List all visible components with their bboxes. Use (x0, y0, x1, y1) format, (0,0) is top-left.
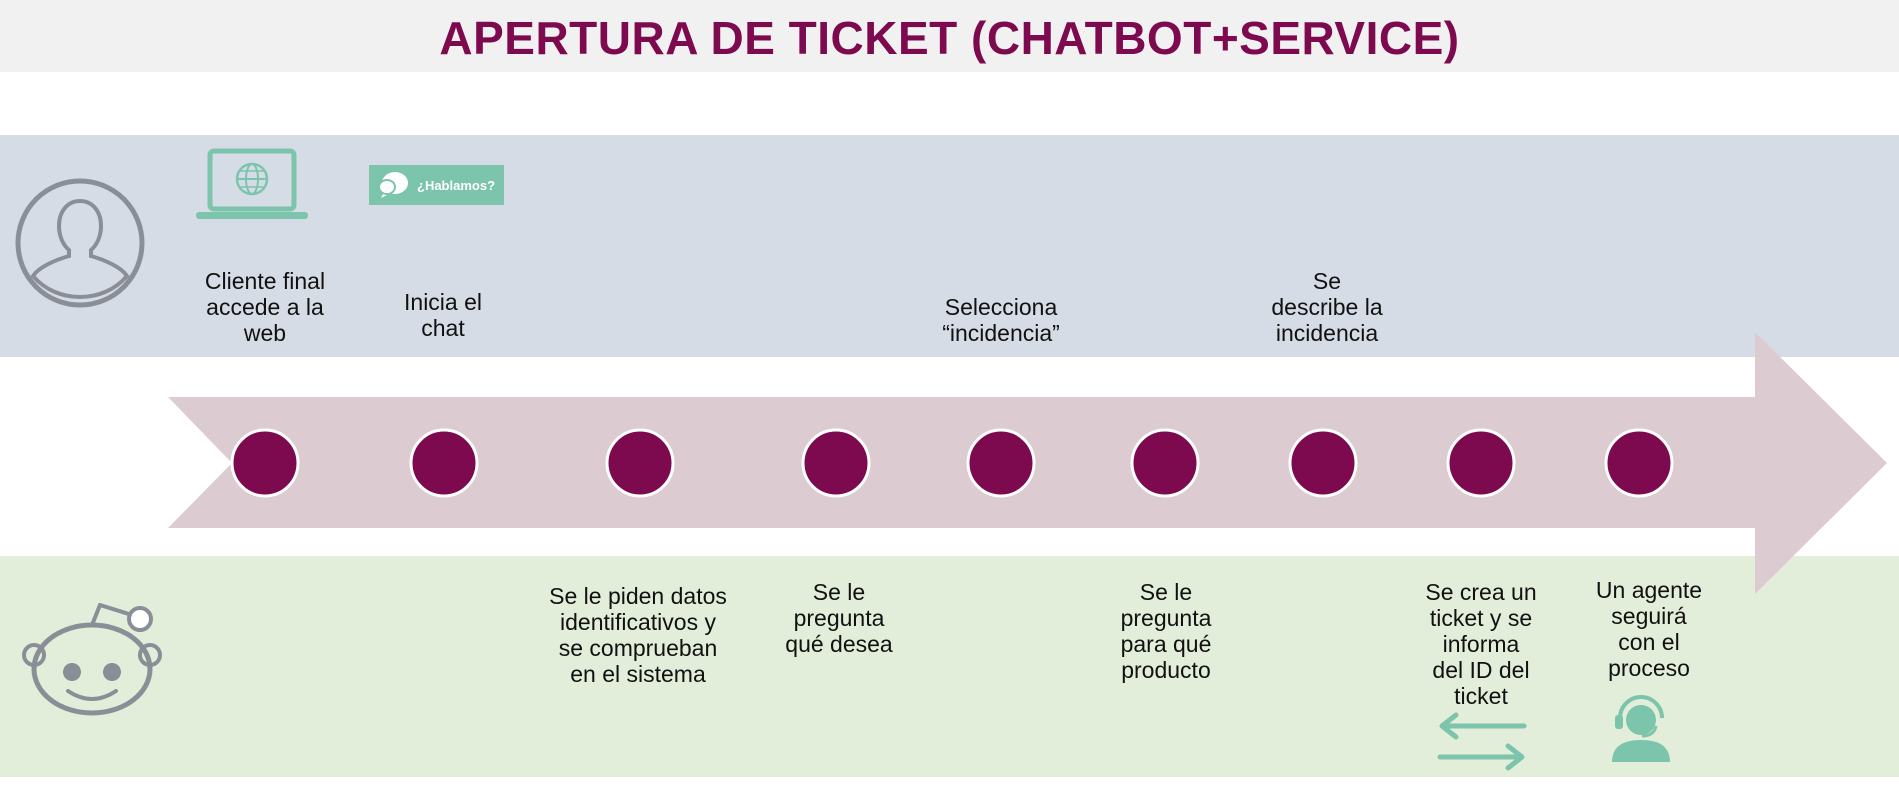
milestone-dot-8 (1446, 428, 1516, 498)
milestone-dot-4 (801, 428, 871, 498)
user-step-4-label: Se describe la incidencia (1271, 268, 1383, 346)
bot-step-4-label: Se crea un ticket y se informa del ID de… (1425, 579, 1537, 709)
bot-step-5-label: Un agente seguirá con el proceso (1595, 577, 1703, 681)
milestone-dot-2 (409, 428, 479, 498)
user-step-3-label: Selecciona “incidencia” (942, 294, 1060, 346)
user-step-2-label: Inicia el chat (404, 289, 482, 341)
milestone-dots (230, 428, 1674, 498)
milestone-dot-6 (1130, 428, 1200, 498)
bot-step-1-label: Se le piden datos identificativos y se c… (549, 583, 727, 687)
title-bar: APERTURA DE TICKET (CHATBOT+SERVICE) (0, 0, 1899, 72)
milestone-dot-3 (605, 428, 675, 498)
milestone-dot-5 (966, 428, 1036, 498)
bot-step-2-label: Se le pregunta qué desea (785, 579, 893, 657)
support-agent-icon (1612, 695, 1670, 762)
laptop-globe-icon (196, 148, 308, 219)
chat-bubble-icon (378, 172, 408, 198)
chat-badge[interactable]: ¿Hablamos? (369, 165, 504, 205)
chat-badge-label: ¿Hablamos? (417, 177, 496, 193)
user-step-1-label: Cliente final accede a la web (204, 268, 326, 346)
page-title: APERTURA DE TICKET (CHATBOT+SERVICE) (439, 12, 1460, 64)
exchange-arrows-icon (1437, 712, 1527, 771)
milestone-dot-9 (1604, 428, 1674, 498)
robot-icon (22, 603, 162, 716)
timeline-arrow (168, 332, 1887, 594)
user-lane (0, 135, 1899, 357)
user-avatar-icon (15, 178, 145, 308)
milestone-dot-7 (1288, 428, 1358, 498)
milestone-dot-1 (230, 428, 300, 498)
bot-step-3-label: Se le pregunta para qué producto (1120, 579, 1212, 683)
